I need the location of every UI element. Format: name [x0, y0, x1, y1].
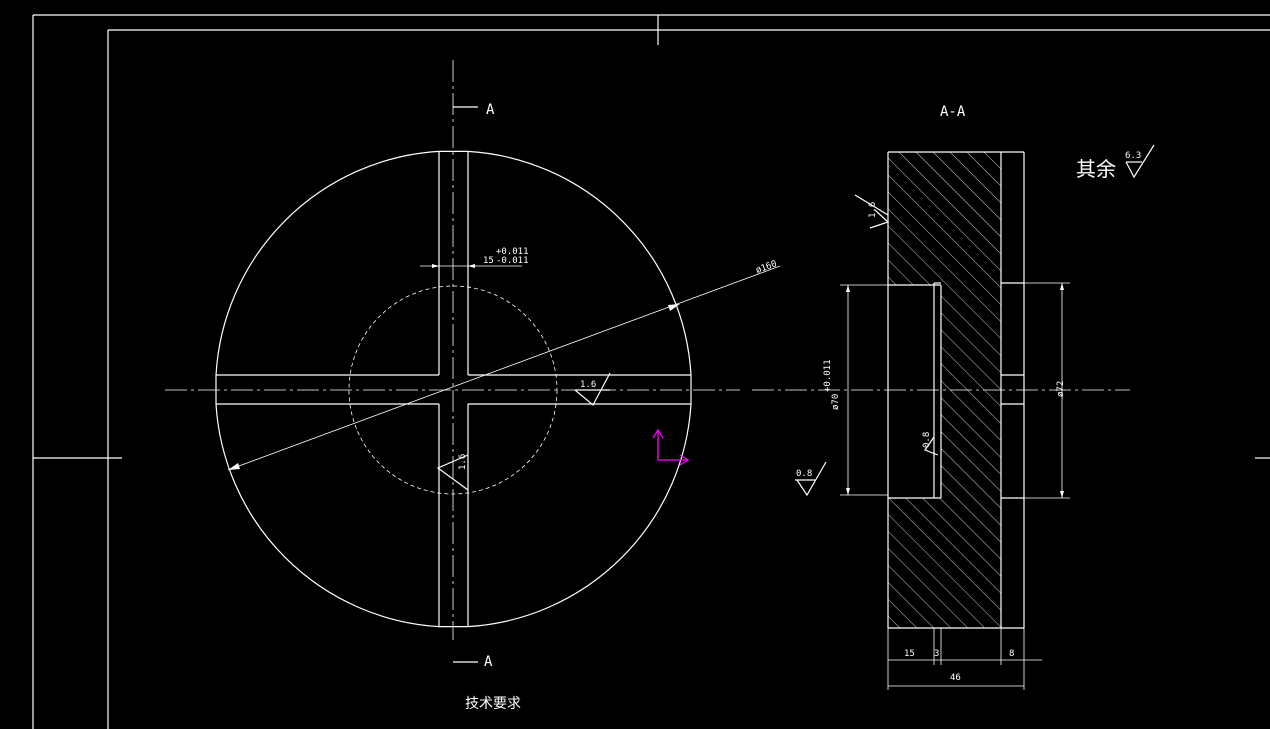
roughness-symbol-bore: 0.8	[922, 432, 939, 456]
section-view: A-A	[752, 104, 1155, 690]
svg-text:ø160: ø160	[755, 259, 779, 276]
svg-text:46: 46	[950, 673, 961, 683]
svg-text:6.3: 6.3	[1125, 151, 1141, 161]
section-mark-bottom: A	[453, 654, 493, 670]
svg-text:3: 3	[934, 649, 939, 659]
front-view: A A	[165, 60, 781, 712]
roughness-symbol-lower: 0.8	[795, 461, 827, 497]
svg-text:1.6: 1.6	[868, 202, 878, 218]
roughness-symbol-left: 1.6	[854, 194, 890, 229]
svg-text:A: A	[486, 102, 495, 118]
notes-title: 技术要求	[465, 696, 521, 712]
svg-text:+0.011: +0.011	[496, 247, 529, 257]
slot-width-dimension: 15 +0.011 -0.011	[420, 247, 529, 268]
outer-diameter-dimension: ø160	[227, 259, 781, 471]
ucs-axis-icon	[652, 428, 690, 466]
svg-text:1.6: 1.6	[580, 380, 596, 390]
roughness-symbol-cross: 1.6	[574, 372, 611, 406]
cross-slot	[215, 150, 692, 628]
svg-text:8: 8	[1009, 649, 1014, 659]
svg-text:0.8: 0.8	[922, 432, 932, 448]
svg-text:A: A	[484, 654, 493, 670]
section-mark-top: A	[453, 102, 495, 118]
svg-text:0.8: 0.8	[796, 469, 812, 479]
svg-text:-0.011: -0.011	[496, 256, 529, 266]
svg-text:+0.011: +0.011	[823, 359, 833, 392]
svg-text:15: 15	[904, 649, 915, 659]
default-roughness-note: 其余 6.3	[1076, 144, 1155, 181]
svg-text:1.6: 1.6	[458, 454, 468, 470]
bore-diameter-dimension: ø70 +0.011	[823, 284, 888, 496]
svg-text:其余: 其余	[1076, 157, 1116, 181]
roughness-symbol-slot: 1.6	[436, 454, 469, 491]
outer-circle	[215, 150, 692, 628]
drawing-frame	[32, 14, 1270, 729]
right-diameter-dimension: ø72	[1056, 283, 1066, 498]
hidden-bore-circle	[348, 285, 558, 495]
svg-text:15: 15	[483, 256, 494, 266]
section-view-title: A-A	[940, 104, 966, 120]
svg-text:ø70: ø70	[831, 394, 841, 410]
width-dimensions: 15 3 8 46	[887, 628, 1042, 690]
svg-text:ø72: ø72	[1056, 381, 1066, 397]
